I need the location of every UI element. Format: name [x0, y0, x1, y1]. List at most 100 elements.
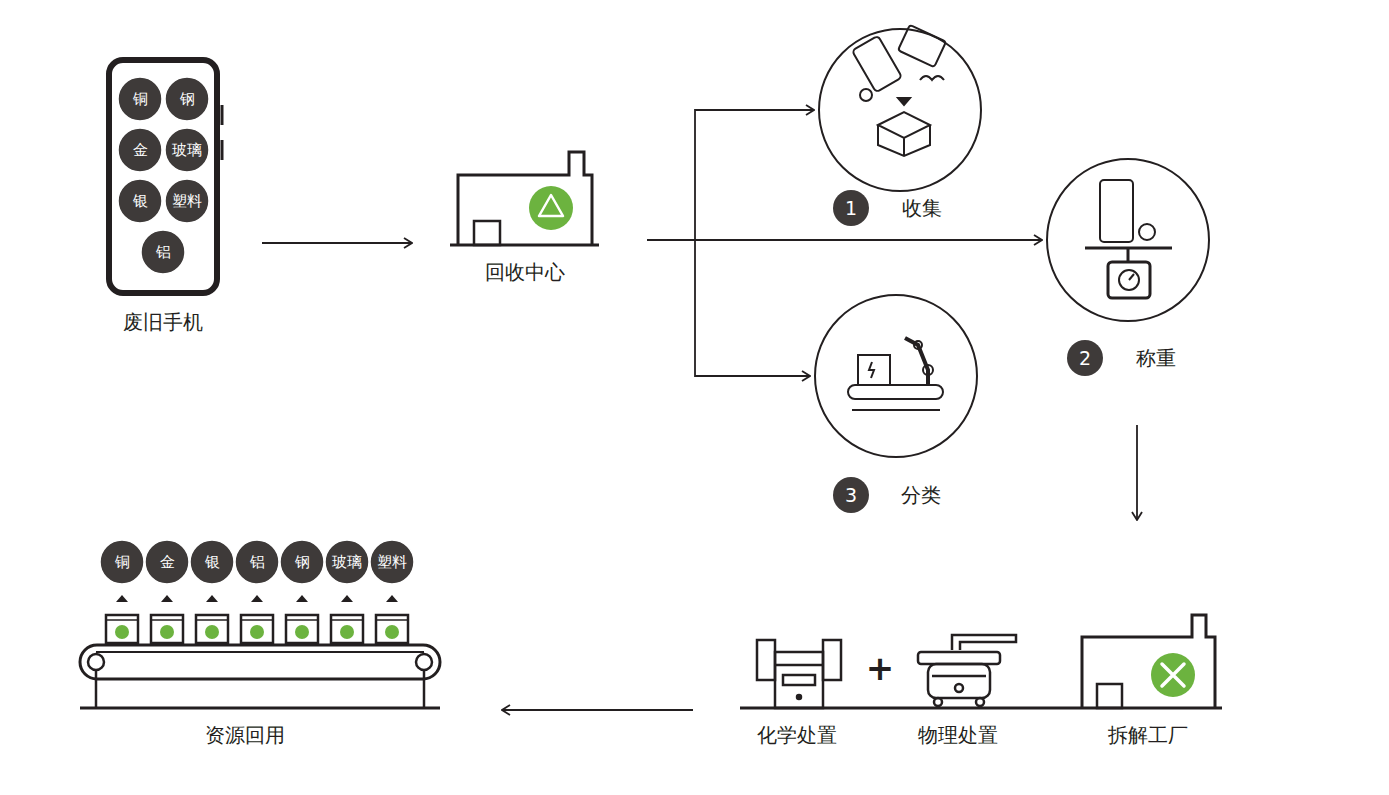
material-circle	[118, 179, 162, 223]
node-label: 回收中心	[485, 260, 565, 284]
bin-lid	[196, 619, 228, 621]
material-node: 金	[145, 540, 189, 584]
door	[1097, 684, 1122, 708]
material-label: 铝	[250, 553, 265, 571]
flow-arrow	[647, 239, 1042, 241]
material-circle	[165, 77, 209, 121]
node-label: 拆解工厂	[1108, 723, 1188, 747]
material-label: 玻璃	[172, 141, 202, 159]
recycle-badge	[250, 625, 264, 639]
material-node: 铜	[100, 540, 144, 584]
material-circle	[141, 230, 185, 274]
material-circle	[100, 540, 144, 584]
material-node: 钢	[165, 77, 209, 121]
icon-box	[455, 150, 598, 245]
material-node: 银	[118, 179, 162, 223]
belt-line	[96, 651, 424, 653]
material-node: 玻璃	[165, 128, 209, 172]
material-circle	[370, 540, 414, 584]
material-node: 金	[118, 128, 162, 172]
material-circle	[190, 540, 234, 584]
recycle-badge	[160, 625, 174, 639]
step-circle	[1047, 159, 1209, 321]
icon-box	[1082, 615, 1215, 708]
bins	[106, 595, 408, 643]
up-marker	[206, 595, 218, 602]
up-marker	[296, 595, 308, 602]
step-circle	[814, 294, 978, 458]
recycle-badge	[205, 625, 219, 639]
bin	[331, 615, 363, 643]
conveyor-base	[852, 409, 940, 411]
reactor-dot	[797, 695, 801, 699]
collect-icon	[852, 25, 946, 156]
recycle-badge	[385, 625, 399, 639]
box-icon	[878, 112, 930, 156]
phone-icon	[1100, 180, 1133, 242]
tool-badge	[1151, 653, 1195, 697]
material-node: 塑料	[165, 179, 209, 223]
step-number: 3	[845, 484, 857, 507]
side-button	[221, 105, 224, 125]
earbuds-icon	[920, 76, 944, 80]
material-label: 钢	[180, 90, 195, 108]
down-marker	[898, 98, 910, 105]
door	[474, 221, 500, 245]
recycle-badge	[340, 625, 354, 639]
material-node: 银	[190, 540, 234, 584]
material-circle	[325, 540, 369, 584]
bin-lid	[241, 619, 273, 621]
bin	[241, 615, 273, 643]
up-marker	[251, 595, 263, 602]
process-node: 拆解工厂	[1082, 615, 1215, 708]
building-outline	[1082, 615, 1215, 708]
reactor-panel	[783, 675, 815, 685]
tank	[823, 640, 841, 680]
material-node: 玻璃	[325, 540, 369, 584]
bin	[376, 615, 408, 643]
material-label: 金	[133, 141, 148, 159]
machine-wheel	[934, 698, 942, 706]
up-marker	[386, 595, 398, 602]
step-number: 2	[1079, 347, 1091, 370]
step-number: 1	[845, 197, 857, 220]
recycle-symbol	[539, 195, 563, 216]
machine-body	[928, 664, 990, 698]
material-circle	[280, 540, 324, 584]
step-node: 2称重	[1046, 158, 1210, 322]
bin-lid	[286, 619, 318, 621]
material-circle	[165, 128, 209, 172]
flow-arrow	[1136, 425, 1138, 520]
reactor-body	[775, 652, 823, 708]
node-label: 物理处置	[918, 723, 998, 747]
tool-symbol	[1162, 664, 1184, 686]
scale-post	[1127, 248, 1130, 262]
bin-lid	[331, 619, 363, 621]
machine-wheel	[976, 698, 984, 706]
material-label: 塑料	[172, 192, 202, 210]
ground-line	[450, 244, 599, 247]
material-node: 铝	[235, 540, 279, 584]
watch-icon	[860, 89, 872, 101]
weigh-icon	[1085, 180, 1172, 298]
fragile-mark	[869, 362, 874, 378]
number-badge	[1067, 340, 1103, 376]
conveyor-belt	[848, 385, 943, 399]
node-label: 资源回用	[205, 723, 285, 747]
process-node: 回收中心	[455, 150, 598, 245]
node-label: 化学处置	[757, 723, 837, 747]
material-circle	[118, 128, 162, 172]
material-label: 铜	[115, 553, 130, 571]
physical-machine	[918, 635, 1016, 706]
robot-arm	[905, 338, 928, 385]
material-node: 塑料	[370, 540, 414, 584]
reactor-line	[775, 664, 823, 667]
package	[858, 355, 890, 385]
belt	[80, 645, 440, 679]
icon-box	[755, 640, 841, 705]
ground-line	[80, 707, 440, 710]
material-label: 钢	[295, 553, 310, 571]
scale-body	[1108, 262, 1150, 298]
robot-joint	[914, 341, 922, 349]
